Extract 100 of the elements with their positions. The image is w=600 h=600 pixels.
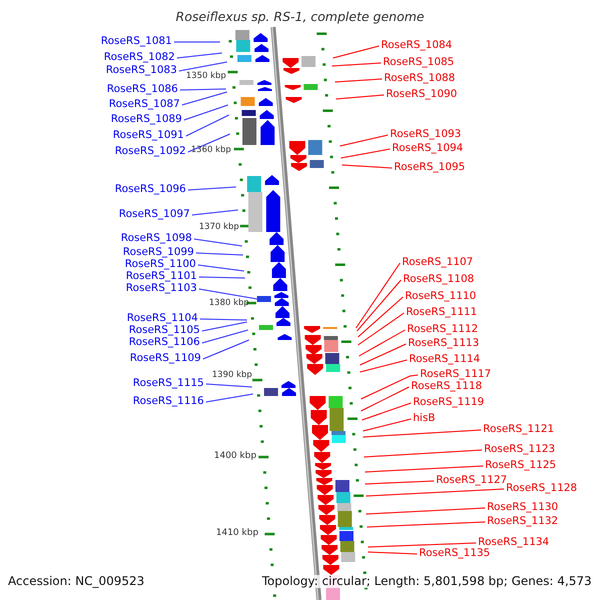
gene-label: RoseRS_1089 — [110, 113, 182, 126]
leader-line — [364, 450, 482, 458]
scale-label: 1390 kbp — [212, 371, 252, 380]
leader-line — [358, 312, 404, 346]
gene-label: RoseRS_1103 — [126, 282, 197, 295]
leader-line — [336, 94, 384, 100]
gene-label: RoseRS_1123 — [484, 443, 556, 456]
gene-label: RoseRS_1110 — [405, 290, 476, 303]
gene-block — [257, 296, 271, 302]
gene-label: RoseRS_1100 — [124, 258, 196, 271]
leader-line — [202, 322, 248, 332]
leader-line — [332, 46, 380, 58]
scale-label: 1360 kbp — [191, 146, 232, 156]
gene-label: RoseRS_1134 — [478, 536, 550, 549]
gene-label: RoseRS_1092 — [114, 145, 186, 158]
leader-line — [356, 262, 400, 328]
leader-line — [202, 340, 250, 360]
gene-label: RoseRS_1101 — [126, 270, 197, 283]
leader-line — [200, 318, 248, 320]
leader-line — [184, 104, 228, 120]
leader-line — [360, 344, 406, 366]
gene-label: RoseRS_1096 — [114, 183, 186, 196]
leader-line — [366, 488, 504, 496]
leader-line — [176, 52, 222, 58]
gene-label: RoseRS_1098 — [120, 232, 192, 245]
gene-label: RoseRS_1119 — [413, 396, 484, 409]
leader-line — [362, 418, 412, 432]
leader-line — [194, 238, 242, 246]
gene-label: RoseRS_1115 — [132, 377, 204, 390]
scale-label: 1400 kbp — [214, 452, 256, 462]
gene-label: RoseRS_1112 — [407, 323, 478, 336]
gene-label: RoseRS_1084 — [381, 39, 452, 52]
gene-label: RoseRS_1087 — [108, 98, 180, 111]
leader-line — [360, 386, 410, 412]
leader-line — [358, 296, 404, 338]
leader-line — [366, 508, 486, 514]
leader-line — [198, 264, 244, 272]
gene-label: RoseRS_1086 — [106, 83, 178, 96]
gene-label: RoseRS_1111 — [406, 306, 478, 319]
gene-label: RoseRS_1128 — [506, 482, 578, 495]
gene-label: RoseRS_1085 — [383, 56, 454, 69]
accession-text: Accession: NC_009523 — [8, 575, 144, 588]
scale-label: 1380 kbp — [209, 299, 250, 308]
gene-label: RoseRS_1081 — [100, 35, 172, 48]
gene-label: RoseRS_1099 — [122, 246, 194, 259]
gene-label: RoseRS_1118 — [411, 380, 482, 393]
gene-label: RoseRS_1109 — [130, 352, 201, 365]
leader-line — [198, 288, 258, 300]
gene-label: RoseRS_1097 — [118, 208, 190, 221]
leader-line — [368, 542, 476, 548]
gene-label: RoseRS_1108 — [403, 273, 474, 286]
gene-label: RoseRS_1082 — [104, 51, 175, 64]
leader-line — [362, 402, 412, 420]
gene-label: RoseRS_1113 — [408, 337, 480, 350]
gene-label: RoseRS_1095 — [394, 161, 466, 174]
leader-line — [180, 88, 226, 90]
gene-label: RoseRS_1121 — [483, 423, 554, 436]
scale-label: 1350 kbp — [186, 72, 226, 82]
leader-line — [356, 280, 402, 332]
gene-label: RoseRS_1114 — [409, 353, 480, 366]
leader-line — [364, 480, 434, 484]
leader-line — [332, 62, 382, 66]
leader-line — [202, 330, 248, 344]
gene-label: RoseRS_1130 — [487, 501, 558, 514]
gene-label: RoseRS_1104 — [126, 312, 198, 325]
gene-label: RoseRS_1090 — [386, 88, 458, 101]
gene-label: RoseRS_1094 — [392, 142, 464, 155]
gene-label: RoseRS_1093 — [390, 128, 462, 141]
leader-line — [192, 210, 238, 216]
leader-line — [368, 552, 418, 554]
leader-line — [366, 522, 486, 528]
leader-line — [342, 164, 392, 168]
gene-label: RoseRS_1083 — [106, 64, 177, 77]
gene-label: RoseRS_1091 — [112, 129, 184, 142]
gene-label: RoseRS_1116 — [132, 395, 204, 408]
leader-line — [206, 394, 254, 402]
leader-line — [334, 78, 382, 82]
gene-label: RoseRS_1135 — [419, 547, 490, 560]
title: Roseiflexus sp. RS-1, complete genome — [176, 9, 424, 24]
leader-line — [340, 134, 388, 146]
gene-label: RoseRS_1132 — [487, 515, 558, 528]
leader-line — [188, 186, 236, 190]
gene-label: RoseRS_1117 — [420, 368, 492, 381]
leader-line — [198, 276, 246, 278]
gene-label: RoseRS_1125 — [485, 459, 556, 472]
genome-info-text: Topology: circular; Length: 5,801,598 bp; Genes: 4,573 — [262, 575, 592, 588]
gene-label: RoseRS_1105 — [128, 324, 200, 337]
leader-line — [360, 360, 408, 372]
leader-line — [178, 62, 228, 72]
leader-line — [206, 384, 252, 388]
leader-line — [358, 330, 406, 356]
gene-label: hisB — [413, 412, 436, 425]
leader-line — [196, 252, 244, 256]
leader-line — [186, 114, 230, 136]
gene-label: RoseRS_1127 — [436, 474, 508, 487]
scale-label: 1410 kbp — [216, 529, 258, 539]
gene-label: RoseRS_1088 — [384, 72, 456, 85]
scale-label: 1370 kbp — [199, 223, 240, 232]
leader-line — [362, 430, 482, 438]
gene-label: RoseRS_1107 — [402, 256, 474, 269]
